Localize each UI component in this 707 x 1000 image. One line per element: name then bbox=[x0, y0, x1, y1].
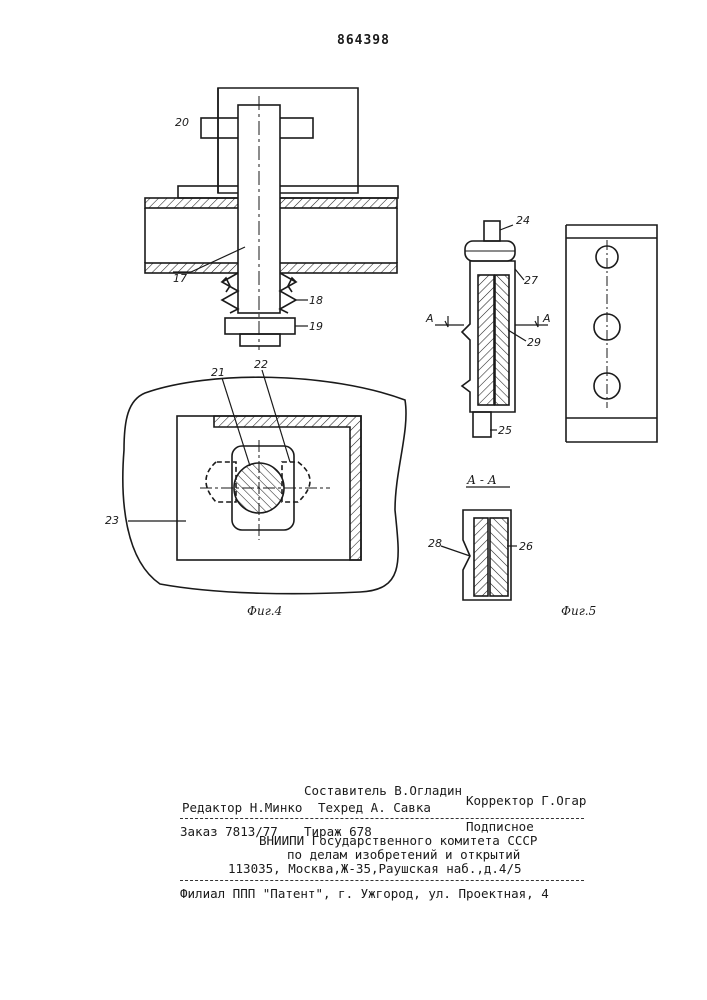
fig4-plan-view bbox=[123, 370, 406, 594]
label-18: 18 bbox=[309, 294, 323, 308]
label-27: 27 bbox=[524, 274, 538, 288]
label-26: 26 bbox=[519, 540, 533, 554]
section-mark-left: А bbox=[426, 312, 434, 326]
subscription: Подписное bbox=[466, 820, 534, 834]
fig4-caption: Фиг.4 bbox=[247, 604, 282, 618]
label-22: 22 bbox=[254, 358, 268, 372]
institute-line-2: по делам изобретений и открытий bbox=[287, 848, 520, 862]
label-19: 19 bbox=[309, 320, 323, 334]
compiler: Составитель В.Огладин bbox=[304, 784, 462, 798]
corrector: Корректор Г.Огар bbox=[466, 794, 586, 808]
section-mark-right: А bbox=[543, 312, 551, 326]
label-20: 20 bbox=[175, 116, 189, 130]
divider-2 bbox=[180, 880, 584, 881]
fig5-caption: Фиг.5 bbox=[561, 604, 596, 618]
institute-line-1: ВНИИПИ Государственного комитета СССР bbox=[259, 834, 537, 848]
patent-number: 864398 bbox=[337, 34, 390, 48]
editor: Редактор Н.Минко bbox=[182, 801, 302, 815]
label-23: 23 bbox=[105, 514, 119, 528]
fig5-section-aa bbox=[441, 487, 517, 600]
label-24: 24 bbox=[516, 214, 530, 228]
label-28: 28 bbox=[428, 537, 442, 551]
fig5-side-view bbox=[566, 225, 657, 442]
techred: Техред А. Савка bbox=[318, 801, 431, 815]
fig5-section-view bbox=[435, 221, 548, 437]
label-17: 17 bbox=[173, 272, 187, 286]
label-21: 21 bbox=[211, 366, 225, 380]
label-25: 25 bbox=[498, 424, 512, 438]
section-title: А - А bbox=[467, 473, 497, 487]
label-29: 29 bbox=[527, 336, 541, 350]
address: 113035, Москва,Ж-35,Раушская наб.,д.4/5 bbox=[228, 862, 522, 876]
branch: Филиал ППП "Патент", г. Ужгород, ул. Про… bbox=[180, 887, 549, 901]
